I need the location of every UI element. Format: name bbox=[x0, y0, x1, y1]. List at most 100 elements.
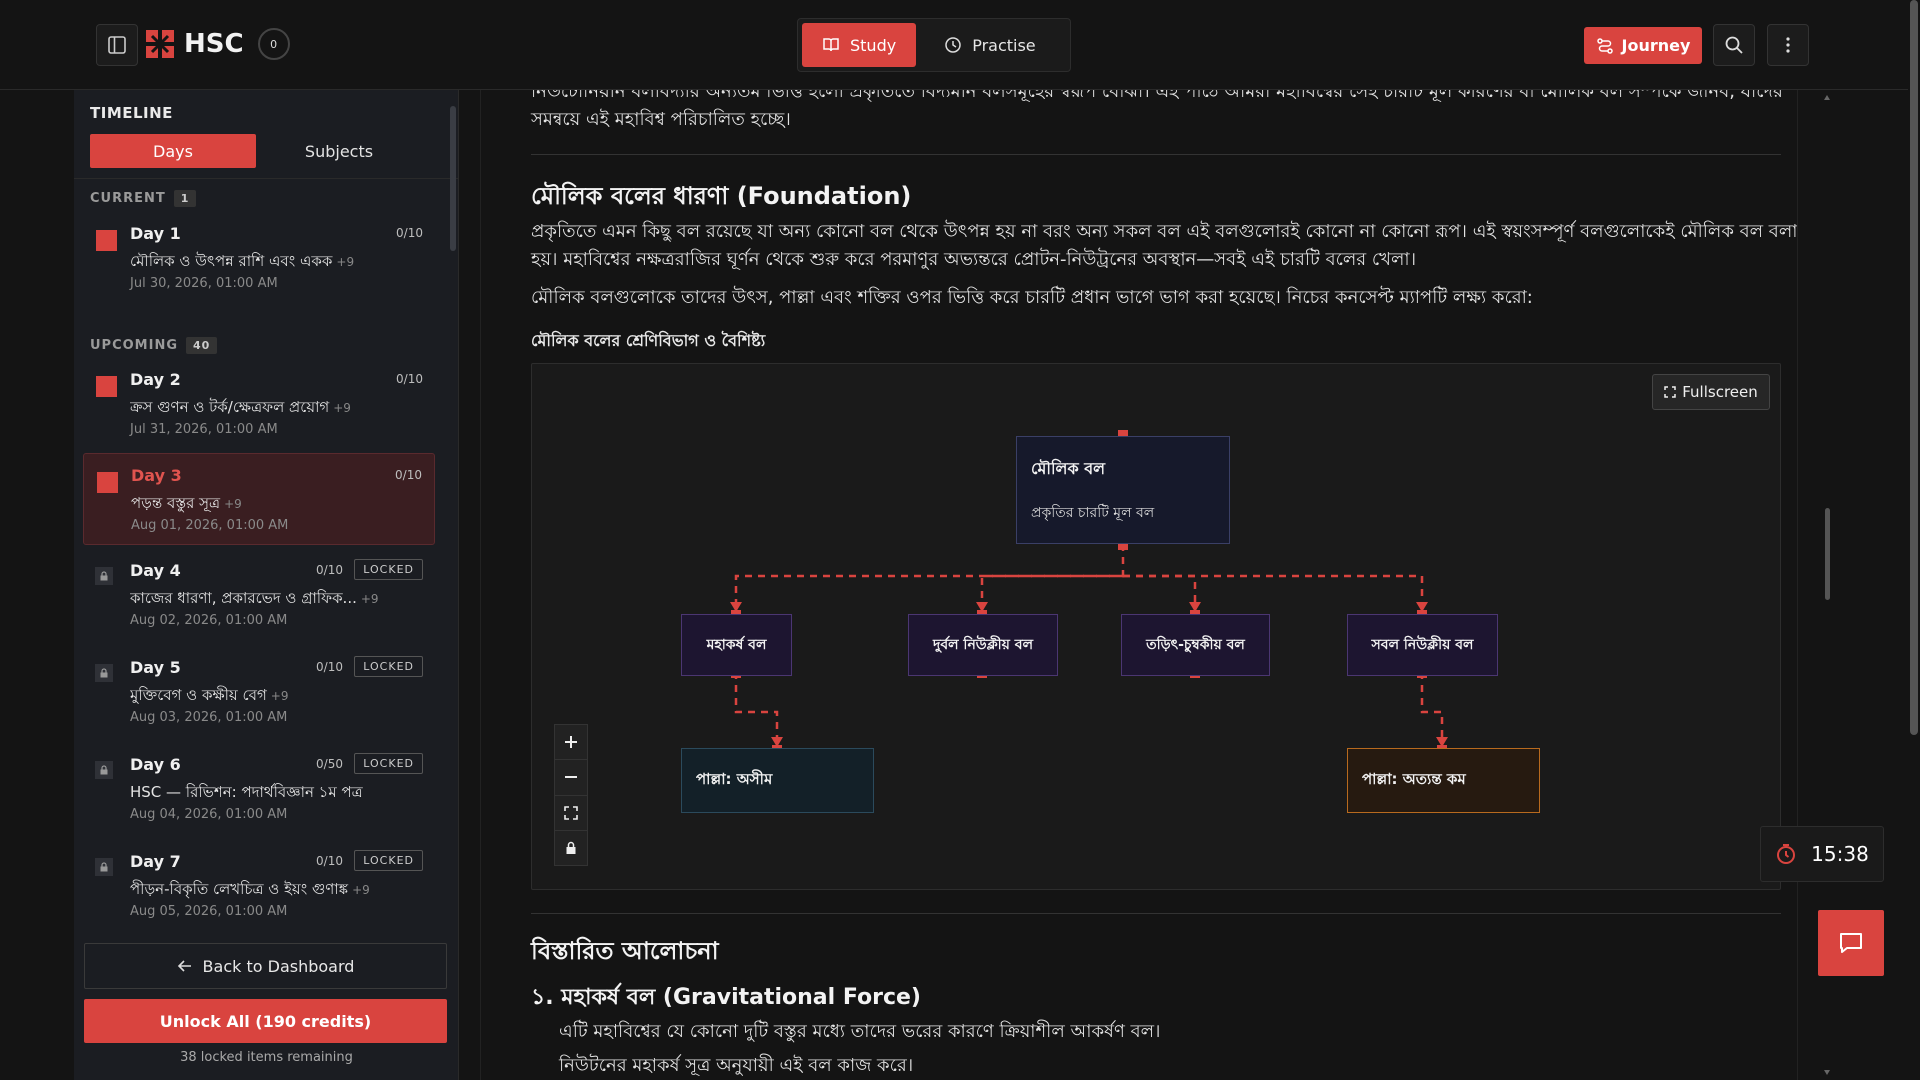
day-item-1[interactable]: Day 1 0/10 মৌলিক ও উৎপন্ন রাশি এবং একক+9… bbox=[83, 212, 435, 304]
day-progress: 0/50 bbox=[316, 757, 343, 771]
day-more-count: +9 bbox=[360, 592, 379, 606]
back-to-dashboard-button[interactable]: Back to Dashboard bbox=[84, 943, 447, 989]
node-weak-nuclear[interactable]: দুর্বল নিউক্লীয় বল bbox=[908, 614, 1058, 676]
content-scrollbar[interactable] bbox=[1823, 90, 1831, 1080]
tab-study[interactable]: Study bbox=[802, 23, 917, 67]
page-scrollbar[interactable] bbox=[1908, 0, 1920, 1080]
bullet-2: নিউটনের মহাকর্ষ সূত্র অনুযায়ী এই বল কাজ… bbox=[559, 1055, 914, 1076]
lock-icon bbox=[95, 761, 113, 779]
node-strong-nuclear[interactable]: সবল নিউক্লীয় বল bbox=[1347, 614, 1498, 676]
unlock-all-button[interactable]: Unlock All (190 credits) bbox=[84, 999, 447, 1043]
sidebar-toggle-button[interactable] bbox=[96, 24, 138, 66]
lock-icon bbox=[95, 664, 113, 682]
tab-study-label: Study bbox=[850, 35, 897, 55]
back-label: Back to Dashboard bbox=[202, 956, 355, 976]
day-item-7[interactable]: Day 7 0/10 LOCKED পীড়ন-বিকৃতি লেখচিত্র … bbox=[83, 840, 435, 932]
history-icon bbox=[945, 37, 961, 53]
day-progress: 0/10 bbox=[316, 660, 343, 674]
day-topic: ক্রস গুণন ও টর্ক/ক্ষেত্রফল প্রয়োগ+9 bbox=[130, 396, 420, 421]
node-root[interactable]: মৌলিক বল প্রকৃতির চারটি মূল বল bbox=[1016, 436, 1230, 544]
page-scroll-thumb[interactable] bbox=[1910, 0, 1918, 735]
journey-label: Journey bbox=[1621, 36, 1691, 55]
current-label-text: CURRENT bbox=[90, 191, 166, 206]
upcoming-label-text: UPCOMING bbox=[90, 338, 178, 353]
sidebar-title: TIMELINE bbox=[90, 104, 173, 122]
timeline-sidebar: TIMELINE Days Subjects CURRENT 1 Day 1 0… bbox=[74, 90, 459, 1080]
study-timer[interactable]: 15:38 bbox=[1760, 826, 1884, 882]
day-item-2[interactable]: Day 2 0/10 ক্রস গুণন ও টর্ক/ক্ষেত্রফল প্… bbox=[83, 358, 435, 450]
lock-view-button[interactable] bbox=[555, 831, 587, 865]
day-more-count: +9 bbox=[336, 255, 355, 269]
route-icon bbox=[1596, 37, 1613, 54]
day-topic-text: মুক্তিবেগ ও কক্ষীয় বেগ bbox=[130, 686, 267, 704]
timer-icon bbox=[1777, 844, 1796, 864]
day-date: Jul 30, 2026, 01:00 AM bbox=[130, 276, 278, 291]
diagram-caption: মৌলিক বলের শ্রেণিবিভাগ ও বৈশিষ্ট্য bbox=[531, 331, 766, 350]
lock-icon bbox=[566, 841, 576, 854]
chat-button[interactable] bbox=[1818, 910, 1884, 976]
tab-subjects[interactable]: Subjects bbox=[304, 141, 374, 161]
node-range-infinite[interactable]: পাল্লা: অসীম bbox=[681, 748, 874, 813]
section-heading: মৌলিক বলের ধারণা (Foundation) bbox=[531, 182, 912, 210]
day-progress: 0/10 bbox=[395, 468, 422, 482]
fullscreen-button[interactable]: Fullscreen bbox=[1652, 374, 1770, 410]
zoom-in-button[interactable] bbox=[555, 725, 587, 761]
locked-badge: LOCKED bbox=[354, 753, 423, 774]
tab-practise-label: Practise bbox=[972, 35, 1036, 55]
day-status-marker bbox=[96, 230, 117, 251]
fit-view-button[interactable] bbox=[555, 796, 587, 831]
day-date: Jul 31, 2026, 01:00 AM bbox=[130, 422, 278, 437]
more-vertical-icon bbox=[1786, 37, 1790, 53]
day-name: Day 7 bbox=[130, 852, 181, 871]
day-date: Aug 02, 2026, 01:00 AM bbox=[130, 613, 288, 628]
lock-icon bbox=[95, 567, 113, 585]
concept-map[interactable]: Fullscreen মৌলিক বল প্রকৃতির চারটি মূল ব… bbox=[531, 363, 1781, 890]
locked-badge: LOCKED bbox=[354, 850, 423, 871]
node-gravitational[interactable]: মহাকর্ষ বল bbox=[681, 614, 792, 676]
day-item-4[interactable]: Day 4 0/10 LOCKED কাজের ধারণা, প্রকারভেদ… bbox=[83, 549, 435, 641]
search-button[interactable] bbox=[1713, 24, 1755, 66]
node-electromagnetic[interactable]: তড়িৎ-চুম্বকীয় বল bbox=[1121, 614, 1270, 676]
search-icon bbox=[1725, 36, 1743, 54]
zoom-out-button[interactable] bbox=[555, 760, 587, 796]
journey-button[interactable]: Journey bbox=[1584, 27, 1702, 64]
detail-heading: বিস্তারিত আলোচনা bbox=[531, 937, 719, 965]
current-section-label: CURRENT 1 bbox=[90, 190, 197, 207]
brand-title: HSC bbox=[184, 29, 244, 59]
chat-icon bbox=[1840, 933, 1862, 953]
arrow-left-icon bbox=[177, 960, 191, 972]
locked-badge: LOCKED bbox=[354, 559, 423, 580]
tab-practise[interactable]: Practise bbox=[924, 23, 1055, 67]
sub-heading-gravity: ১. মহাকর্ষ বল (Gravitational Force) bbox=[531, 985, 921, 1010]
map-controls bbox=[554, 724, 588, 866]
lesson-content[interactable]: নিউটোনিয়ান বলবিদ্যার অন্যতম ভিত্তি হলো … bbox=[480, 90, 1798, 1080]
sidebar-scrollbar[interactable] bbox=[450, 106, 456, 251]
day-item-5[interactable]: Day 5 0/10 LOCKED মুক্তিবেগ ও কক্ষীয় বে… bbox=[83, 646, 435, 738]
day-progress: 0/10 bbox=[396, 372, 423, 386]
para2: মৌলিক বলগুলোকে তাদের উৎস, পাল্লা এবং শক্… bbox=[531, 287, 1533, 308]
day-topic: পীড়ন-বিকৃতি লেখচিত্র ও ইয়ং গুণাঙ্ক+9 bbox=[130, 878, 420, 903]
day-topic-text: পীড়ন-বিকৃতি লেখচিত্র ও ইয়ং গুণাঙ্ক bbox=[130, 880, 349, 898]
day-topic: মৌলিক ও উৎপন্ন রাশি এবং একক+9 bbox=[130, 250, 420, 275]
content-scroll-thumb[interactable] bbox=[1825, 508, 1830, 600]
tab-days[interactable]: Days bbox=[90, 134, 256, 168]
day-progress: 0/10 bbox=[316, 854, 343, 868]
day-topic: পড়ন্ত বস্তুর সূত্র+9 bbox=[131, 492, 421, 517]
day-name: Day 5 bbox=[130, 658, 181, 677]
divider bbox=[531, 913, 1781, 914]
day-more-count: +9 bbox=[352, 883, 370, 897]
day-more-count: +9 bbox=[270, 689, 289, 703]
more-menu-button[interactable] bbox=[1767, 24, 1809, 66]
day-item-6[interactable]: Day 6 0/50 LOCKED HSC — রিভিশন: পদার্থবি… bbox=[83, 743, 435, 835]
day-item-3[interactable]: Day 3 0/10 পড়ন্ত বস্তুর সূত্র+9 Aug 01,… bbox=[83, 453, 435, 545]
day-name: Day 2 bbox=[130, 370, 181, 389]
day-date: Aug 01, 2026, 01:00 AM bbox=[131, 518, 289, 533]
fit-view-icon bbox=[564, 805, 578, 820]
top-bar: HSC 0 Study Practise Journey bbox=[0, 0, 1920, 90]
scroll-up-icon bbox=[1824, 95, 1830, 100]
node-range-very-short[interactable]: পাল্লা: অত্যন্ত কম bbox=[1347, 748, 1540, 813]
timeline-list[interactable]: CURRENT 1 Day 1 0/10 মৌলিক ও উৎপন্ন রাশি… bbox=[74, 180, 444, 1015]
day-topic: মুক্তিবেগ ও কক্ষীয় বেগ+9 bbox=[130, 684, 420, 709]
sidebar-panel-icon bbox=[108, 36, 126, 54]
day-status-marker bbox=[97, 472, 118, 493]
